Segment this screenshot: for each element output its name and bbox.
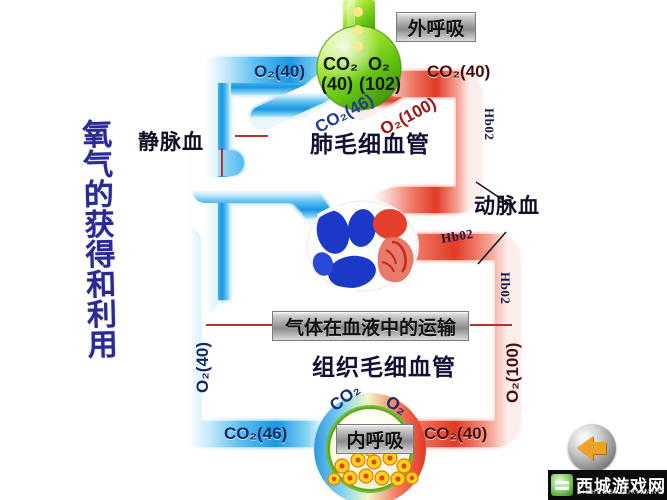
watermark-arrow-tail xyxy=(592,442,606,454)
watermark-logo-icon xyxy=(551,474,573,496)
label-tissue-capillary: 组织毛细血管 xyxy=(312,355,456,381)
callout-lines xyxy=(475,181,513,265)
watermark-site-pinyin: XICHENGYOUXIWANG xyxy=(577,490,664,496)
watermark-arrow-icon xyxy=(577,436,593,460)
watermark-site-name: 西城游戏网 xyxy=(576,477,666,497)
label-pulmonary-capillary: 肺毛细血管 xyxy=(310,132,430,158)
plate-external-respiration: 外呼吸 xyxy=(396,12,476,42)
label-venous-blood: 静脉血 xyxy=(138,130,204,154)
leader-lines xyxy=(206,135,512,326)
watermark: 西城游戏网 XICHENGYOUXIWANG xyxy=(548,424,667,500)
plate-internal-respiration: 内呼吸 xyxy=(336,424,414,454)
flask-illustration xyxy=(316,0,402,111)
venous-vessel-path xyxy=(175,57,347,447)
plate-gas-transport: 气体在血液中的运输 xyxy=(272,311,469,341)
heart-illustration xyxy=(305,199,419,293)
label-arterial-blood: 动脉血 xyxy=(474,194,540,218)
page-title-vertical: 氧气的获得和利用 xyxy=(75,118,118,360)
